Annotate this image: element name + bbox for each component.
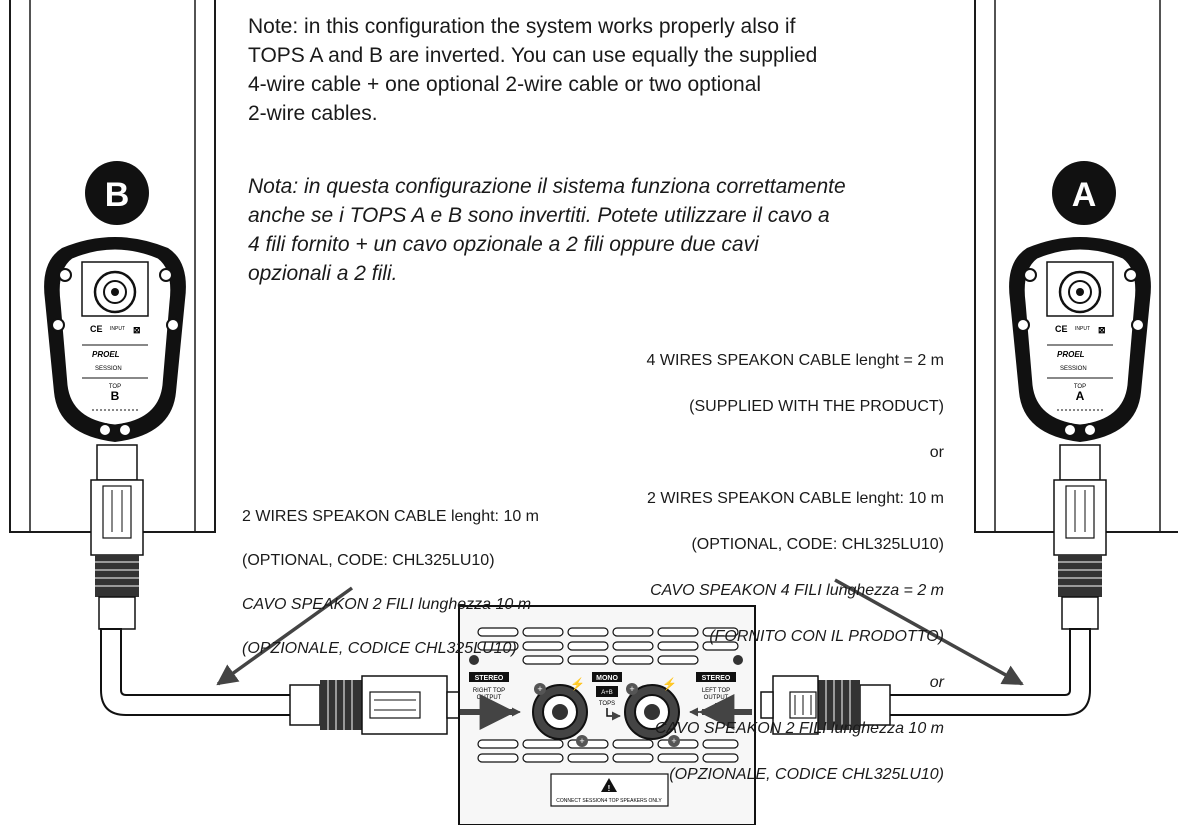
cable-label-right-line10: (OPZIONALE, CODICE CHL325LU10) [669, 766, 944, 783]
model-label-a: SESSION [1060, 366, 1087, 372]
svg-text:⚡: ⚡ [662, 677, 677, 691]
cable-label-right-line3: or [929, 444, 944, 461]
svg-text:+: + [537, 684, 542, 694]
pointer-arrow-right [834, 578, 1024, 686]
cable-label-right: 4 WIRES SPEAKON CABLE lenght = 2 m (SUPP… [560, 326, 944, 809]
pointer-arrow-left [216, 586, 354, 686]
top-label-b: TOP [109, 384, 121, 390]
cable-label-right-line1: 4 WIRES SPEAKON CABLE lenght = 2 m [646, 352, 944, 369]
plug-left [289, 675, 460, 735]
cable-label-left-line2: (OPTIONAL, CODE: CHL325LU10) [242, 552, 495, 569]
svg-text:!: ! [608, 784, 611, 793]
stereo-badge-right: STEREO [702, 675, 731, 682]
speakon-socket-right[interactable]: + + ⚡ [624, 677, 680, 747]
note-english: Note: in this configuration the system w… [248, 15, 818, 125]
cable-label-right-line2: (SUPPLIED WITH THE PRODUCT) [689, 398, 944, 415]
top-letter-a: A [1076, 389, 1085, 403]
cable-label-right-line4: 2 WIRES SPEAKON CABLE lenght: 10 m [646, 490, 944, 507]
cable-label-left-line3: CAVO SPEAKON 2 FILI lunghezza 10 m [242, 596, 532, 613]
cable-label-right-line5: (OPTIONAL, CODE: CHL325LU10) [691, 536, 944, 553]
badge-b-label: B [105, 176, 130, 214]
top-letter-b: B [111, 389, 120, 403]
brand-logo-b: PROEL [92, 350, 120, 359]
svg-text:CE: CE [90, 324, 103, 334]
left-top-output-label-1: LEFT TOP [702, 688, 730, 694]
mono-a-b-tag: A+B [601, 690, 613, 696]
cable-label-right-line8: or [929, 674, 944, 691]
cable-label-left-line1: 2 WIRES SPEAKON CABLE lenght: 10 m [242, 508, 540, 525]
speaker-b: CE INPUT ⊠ PROEL SESSION TOP B B [9, 0, 216, 630]
cable-label-left-line4: (OPZIONALE, CODICE CHL325LU10) [242, 640, 517, 657]
cable-label-left: 2 WIRES SPEAKON CABLE lenght: 10 m (OPTI… [242, 484, 602, 682]
amplifier-panel: STEREO RIGHT TOP OUTPUT MONO A+B TOPS ST… [458, 605, 756, 825]
note-italian: Nota: in questa configurazione il sistem… [248, 175, 846, 285]
input-label-a: INPUT [1075, 326, 1090, 332]
svg-text:⊠: ⊠ [1098, 325, 1106, 335]
right-top-output-label-1: RIGHT TOP [473, 688, 505, 694]
plug-right [760, 675, 891, 735]
top-label-a: TOP [1074, 384, 1086, 390]
svg-text:+: + [671, 736, 676, 746]
mono-badge: MONO [596, 675, 618, 682]
cable-label-right-line7: (FORNITO CON IL PRODOTTO) [709, 628, 944, 645]
model-label-b: SESSION [95, 366, 122, 372]
svg-text:+: + [579, 736, 584, 746]
stereo-badge-left: STEREO [475, 675, 504, 682]
svg-text:⊠: ⊠ [133, 325, 141, 335]
cable-label-right-line9: CAVO SPEAKON 2 FILI lunghezza 10 m [654, 720, 944, 737]
right-top-output-label-2: OUTPUT [477, 695, 502, 701]
svg-text:+: + [629, 684, 634, 694]
svg-text:CE: CE [1055, 324, 1068, 334]
speakon-socket-left[interactable]: + + ⚡ [532, 677, 588, 747]
warning-label: CONNECT SESSION4 TOP SPEAKERS ONLY [556, 798, 662, 804]
badge-a-circle [1052, 161, 1116, 225]
mono-tops-label: TOPS [599, 701, 615, 707]
badge-b-circle [85, 161, 149, 225]
speaker-a: CE INPUT ⊠ PROEL SESSION TOP A A [974, 0, 1178, 630]
brand-logo-a: PROEL [1057, 350, 1085, 359]
cable-label-right-line6: CAVO SPEAKON 4 FILI lunghezza = 2 m [650, 582, 944, 599]
input-label-b: INPUT [110, 326, 125, 332]
svg-text:⚡: ⚡ [570, 677, 585, 691]
badge-a-label: A [1072, 176, 1097, 214]
